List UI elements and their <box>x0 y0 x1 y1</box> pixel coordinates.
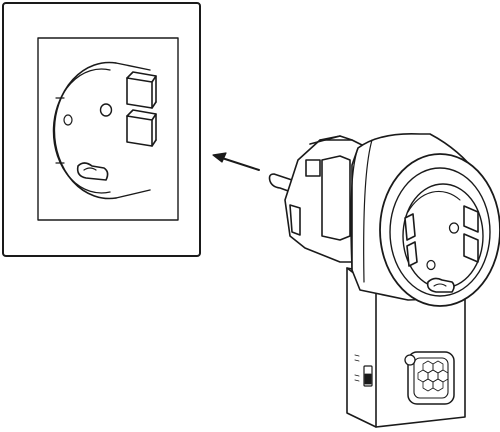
motion-sensor-icon <box>407 351 455 405</box>
wall-socket-earth-clip-top <box>126 71 157 109</box>
wall-socket-pin-hole-top <box>99 103 113 117</box>
adapter-bottom-clip <box>426 277 455 293</box>
indicator-led-icon <box>404 354 416 366</box>
wall-socket <box>2 2 201 257</box>
mode-switch <box>354 354 373 387</box>
arrow-left-icon <box>212 152 260 171</box>
adapter-earth-clip-right <box>463 205 479 263</box>
adapter-pin-hole-top <box>448 222 460 234</box>
adapter-earth-clip-left <box>404 213 418 267</box>
wall-socket-bottom-clip <box>76 162 109 181</box>
adapter-pin-hole-bottom <box>426 259 436 271</box>
wall-socket-recess <box>52 61 151 200</box>
wall-socket-pin-hole-left <box>63 114 73 126</box>
wall-socket-inner-frame <box>37 37 179 221</box>
plug-in-adapter <box>268 132 500 428</box>
adapter-front-face <box>379 153 500 307</box>
wall-socket-earth-clip-bottom <box>126 109 157 147</box>
plug-base <box>284 135 373 263</box>
